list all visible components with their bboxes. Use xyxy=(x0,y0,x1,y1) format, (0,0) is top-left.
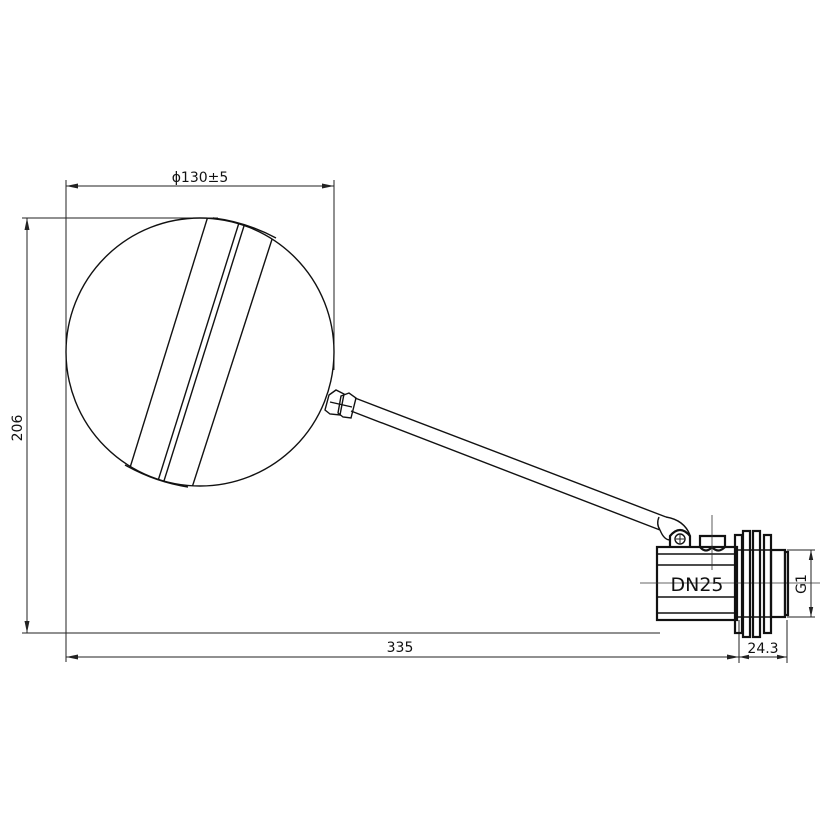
height-dimension: 206 xyxy=(10,217,660,634)
threaded-outlet xyxy=(769,548,790,619)
valve-fins xyxy=(733,529,773,639)
length-dimension: 335 xyxy=(66,640,739,660)
rod-lock-nut xyxy=(324,389,357,419)
valve-body: DN25 xyxy=(640,515,820,622)
ball-float xyxy=(65,217,335,488)
lever-rod xyxy=(350,397,691,541)
ball-diameter-label: ϕ130±5 xyxy=(172,170,229,186)
thread-length-dimension: 24.3 xyxy=(738,620,788,663)
nominal-diameter-label: DN25 xyxy=(670,574,723,596)
length-label: 335 xyxy=(387,640,414,656)
thread-size-label: G1 xyxy=(794,574,810,594)
thread-length-label: 24.3 xyxy=(747,641,778,657)
thread-size-dimension: G1 xyxy=(787,549,815,618)
height-label: 206 xyxy=(10,415,26,442)
ball-diameter-dimension: ϕ130±5 xyxy=(65,170,335,370)
